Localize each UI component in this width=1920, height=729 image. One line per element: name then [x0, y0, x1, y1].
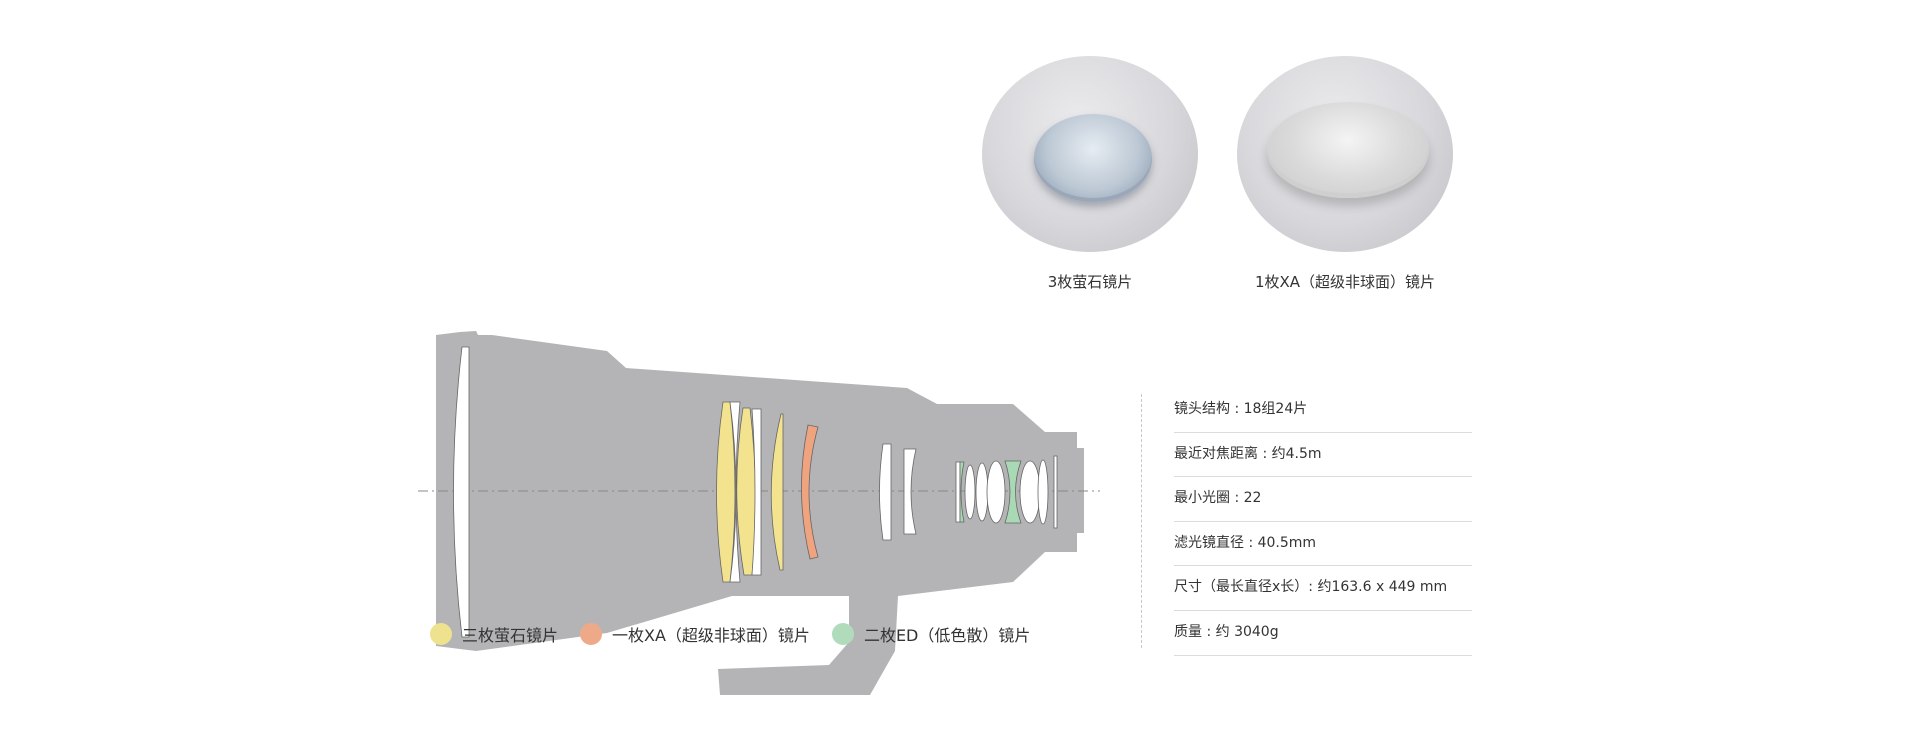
legend-label: 一枚XA（超级非球面）镜片 — [612, 626, 810, 645]
lens-element — [751, 408, 762, 576]
lens-glass — [1034, 114, 1152, 202]
legend-item-fluorite: 三枚萤石镜片 — [430, 622, 558, 646]
spec-min-aperture: 最小光圈 : 22 — [1174, 477, 1472, 522]
spec-min-focus: 最近对焦距离 : 约4.5m — [1174, 433, 1472, 478]
legend-item-ed: 二枚ED（低色散）镜片 — [831, 622, 1031, 646]
fluorite-element — [770, 413, 784, 571]
orange-dot-icon — [580, 623, 603, 645]
yellow-dot-icon — [430, 623, 452, 645]
lens-element — [879, 443, 892, 541]
spec-dimensions: 尺寸（最长直径x长）: 约163.6 x 449 mm — [1174, 566, 1472, 611]
fluorite-lens-image — [982, 56, 1198, 252]
lens-element — [729, 401, 741, 583]
lens-element — [903, 448, 917, 535]
xa-lens-image — [1237, 56, 1453, 252]
fluorite-lens-caption: 3枚萤石镜片 — [1047, 273, 1133, 291]
spec-weight: 质量 : 约 3040g — [1174, 611, 1472, 656]
rear-lens-group — [955, 455, 1058, 529]
xa-element — [801, 424, 819, 560]
green-dot-icon — [831, 623, 854, 645]
xa-lens-caption: 1枚XA（超级非球面）镜片 — [1254, 273, 1436, 291]
lens-glass — [1267, 102, 1429, 198]
spec-lens-construction: 镜头结构 : 18组24片 — [1174, 388, 1472, 433]
legend-label: 二枚ED（低色散）镜片 — [863, 626, 1031, 645]
front-element — [453, 346, 470, 638]
legend-label: 三枚萤石镜片 — [462, 626, 559, 645]
spec-list: 镜头结构 : 18组24片 最近对焦距离 : 约4.5m 最小光圈 : 22 滤… — [1174, 388, 1472, 656]
divider — [1141, 394, 1142, 648]
spec-filter-diameter: 滤光镜直径 : 40.5mm — [1174, 522, 1472, 567]
legend: 三枚萤石镜片 一枚XA（超级非球面）镜片 二枚ED（低色散）镜片 — [430, 622, 1030, 646]
legend-item-xa: 一枚XA（超级非球面）镜片 — [580, 622, 810, 646]
